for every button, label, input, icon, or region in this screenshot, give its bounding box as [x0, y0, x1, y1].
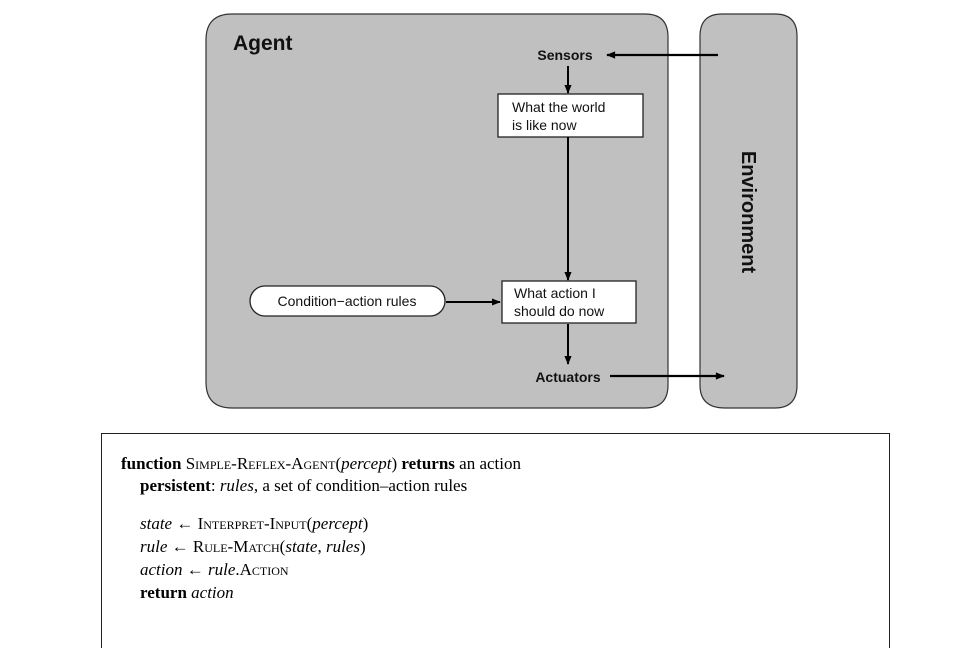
return-description: an action — [459, 454, 521, 473]
condition-action-rules-box — [249, 285, 446, 317]
field-action: Action — [239, 560, 289, 579]
keyword-function: function — [121, 454, 182, 473]
pseudocode-line-return: return action — [140, 583, 234, 603]
environment-label: Environment — [737, 151, 759, 274]
actuators-label: Actuators — [535, 369, 601, 385]
action-decision-box — [501, 280, 637, 324]
pseudocode-line-state: state ← Interpret-Input(percept) — [140, 514, 369, 533]
action-decision-line2: should do now — [514, 303, 605, 319]
var-state: state — [140, 514, 173, 533]
world-state-box — [497, 93, 644, 138]
world-state-line2: is like now — [512, 117, 577, 133]
keyword-persistent: persistent — [140, 476, 211, 495]
persistent-description: , a set of condition–action rules — [253, 476, 468, 495]
agent-box — [205, 13, 669, 409]
pseudocode-line-signature: function Simple-Reflex-Agent(percept) re… — [121, 454, 521, 473]
agent-label: Agent — [233, 32, 293, 55]
action-decision-line1: What action I — [514, 285, 596, 301]
function-name: Simple-Reflex-Agent — [185, 454, 336, 473]
agent-diagram: Agent Environment Sensors What the world… — [205, 13, 798, 409]
var-rule: rule — [140, 537, 168, 556]
param-percept: percept — [341, 454, 392, 473]
pseudocode-line-rule: rule ← Rule-Match(state, rules) — [140, 537, 366, 556]
keyword-returns: returns — [401, 454, 455, 473]
arg-percept: percept — [312, 514, 363, 533]
pseudocode-line-action: action ← rule.Action — [140, 560, 289, 579]
condition-action-rules-label: Condition−action rules — [278, 293, 417, 309]
environment-box — [699, 13, 798, 409]
pseudocode-box: function Simple-Reflex-Agent(percept) re… — [101, 433, 890, 648]
fn-rule-match: Rule-Match — [192, 537, 280, 556]
keyword-return: return — [140, 583, 187, 602]
assign-arrow: ← — [176, 514, 194, 533]
return-var-action: action — [191, 583, 234, 602]
assign-arrow: ← — [186, 560, 204, 579]
arg-state: state — [285, 537, 318, 556]
pseudocode-line-persistent: persistent: rules, a set of condition–ac… — [140, 476, 468, 495]
var-action: action — [140, 560, 183, 579]
world-state-line1: What the world — [512, 99, 605, 115]
fn-interpret-input: Interpret-Input — [197, 514, 307, 533]
sensors-label: Sensors — [537, 47, 592, 63]
obj-rule: rule — [208, 560, 236, 579]
var-rules: rules — [219, 476, 254, 495]
assign-arrow: ← — [171, 537, 189, 556]
arg-rules: rules — [325, 537, 360, 556]
